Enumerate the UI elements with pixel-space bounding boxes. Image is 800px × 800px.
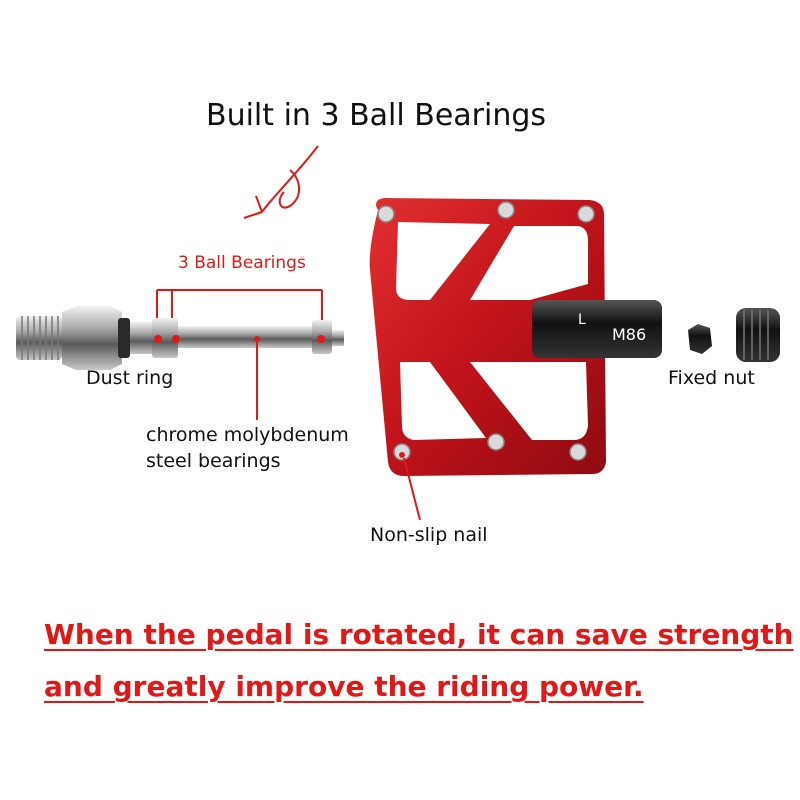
spindle-thread: [16, 306, 344, 370]
non-slip-nail-label: Non-slip nail: [370, 524, 488, 546]
bearing-dot-1: [154, 335, 162, 343]
bearing-dot-2: [172, 335, 180, 343]
pedal-body: [369, 198, 606, 476]
fixed-nut-label: Fixed nut: [668, 367, 755, 389]
chrome-label-line1: chrome molybdenum: [146, 424, 349, 446]
chrome-dot: [254, 336, 260, 342]
fixed-nut: [688, 308, 780, 362]
nail-leader: [403, 457, 421, 521]
hand-drawn-arrow: [243, 145, 319, 219]
axle-shaft: L M86: [532, 300, 662, 358]
page-title: Built in 3 Ball Bearings: [206, 98, 547, 133]
nail-dot: [399, 452, 405, 458]
axle-mark: L: [578, 312, 586, 328]
bearing-dot-3: [317, 335, 325, 343]
dust-ring-label: Dust ring: [86, 367, 174, 389]
chrome-label-line2: steel bearings: [146, 450, 281, 472]
benefit-line1: When the pedal is rotated, it can save s…: [44, 618, 794, 651]
ball-bearings-label: 3 Ball Bearings: [178, 253, 306, 273]
benefit-line2: and greatly improve the riding power.: [44, 670, 644, 703]
axle-print: M86: [612, 325, 646, 344]
